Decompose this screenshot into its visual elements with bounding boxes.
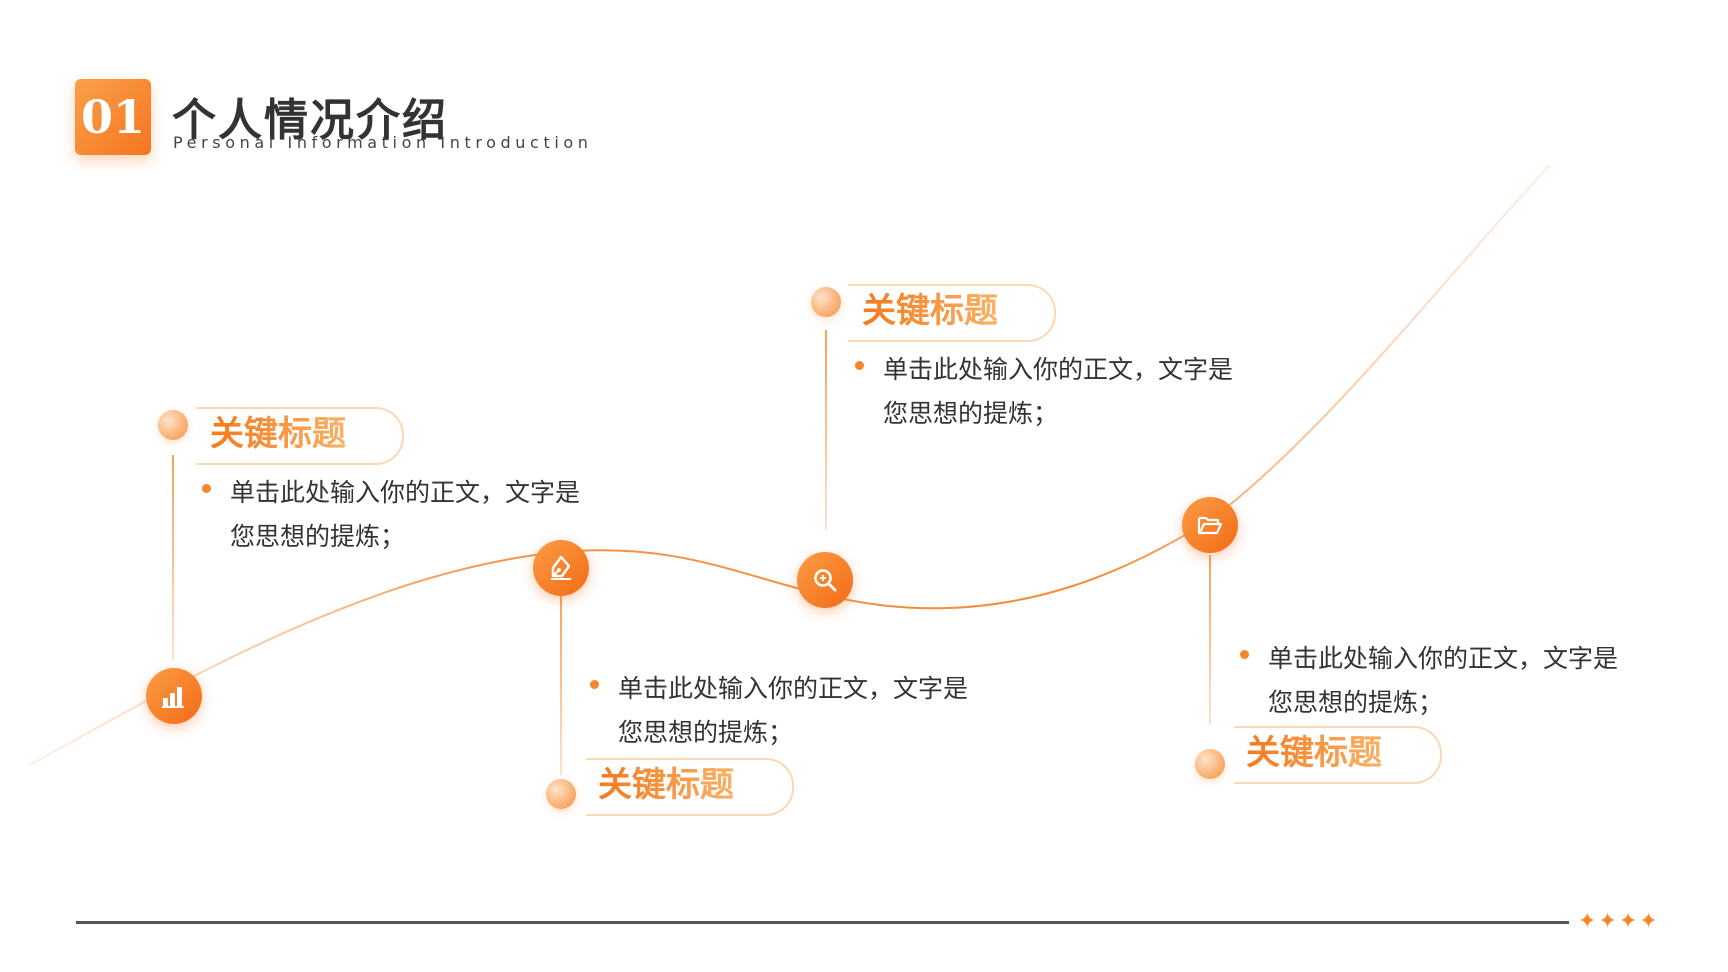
item-1-title-pill: [196, 407, 404, 465]
item-4-title-pill: [1234, 726, 1442, 784]
item-3-node[interactable]: [797, 552, 853, 608]
item-2-title: 关键标题: [598, 758, 734, 812]
item-4-bullet: [1240, 650, 1249, 659]
item-1-text: 单击此处输入你的正文，文字是 您思想的提炼；: [230, 471, 580, 559]
connector-line-2: [560, 595, 562, 775]
item-3-bullet: [855, 361, 864, 370]
item-2-bullet: [590, 680, 599, 689]
item-3-text: 单击此处输入你的正文，文字是 您思想的提炼；: [883, 348, 1233, 436]
page-subtitle: Personal Information Introduction: [173, 133, 593, 152]
item-2-text: 单击此处输入你的正文，文字是 您思想的提炼；: [618, 667, 968, 755]
item-2-text-line2: 您思想的提炼；: [618, 718, 794, 747]
item-4-title: 关键标题: [1246, 726, 1382, 780]
item-4-dot: [1195, 749, 1225, 779]
item-1-text-line2: 您思想的提炼；: [230, 522, 406, 551]
connector-line-4: [1209, 555, 1211, 725]
item-1-title: 关键标题: [210, 407, 346, 461]
decorative-stars: ✦✦✦✦: [1578, 909, 1660, 934]
item-3-dot: [811, 287, 841, 317]
item-4-text-line2: 您思想的提炼；: [1268, 688, 1444, 717]
item-1-text-line1: 单击此处输入你的正文，文字是: [230, 478, 581, 507]
item-2-title-pill: [586, 758, 794, 816]
page-title: 个人情况介绍: [172, 95, 448, 146]
search-zoom-icon: [814, 569, 837, 592]
connector-line-3: [825, 330, 827, 530]
item-1-dot: [158, 410, 188, 440]
item-3-text-line1: 单击此处输入你的正文，文字是: [883, 355, 1234, 384]
item-2-text-line1: 单击此处输入你的正文，文字是: [618, 674, 969, 703]
item-4-text-line1: 单击此处输入你的正文，文字是: [1268, 644, 1619, 673]
item-2-dot: [546, 779, 576, 809]
bottom-divider: [76, 921, 1569, 924]
section-number-badge: 01: [75, 79, 151, 155]
connector-line-1: [172, 455, 174, 660]
item-2-node[interactable]: [533, 540, 589, 596]
item-4-node[interactable]: [1182, 497, 1238, 553]
item-3-title-pill: [848, 284, 1056, 342]
pen-nib-icon: [551, 555, 571, 580]
item-3-title: 关键标题: [862, 284, 998, 338]
item-1-bullet: [202, 484, 211, 493]
item-3-text-line2: 您思想的提炼；: [883, 399, 1059, 428]
item-1-node[interactable]: [146, 668, 202, 724]
bar-chart-icon: [162, 687, 184, 708]
folder-open-icon: [1197, 516, 1223, 535]
item-4-text: 单击此处输入你的正文，文字是 您思想的提炼；: [1268, 637, 1618, 725]
